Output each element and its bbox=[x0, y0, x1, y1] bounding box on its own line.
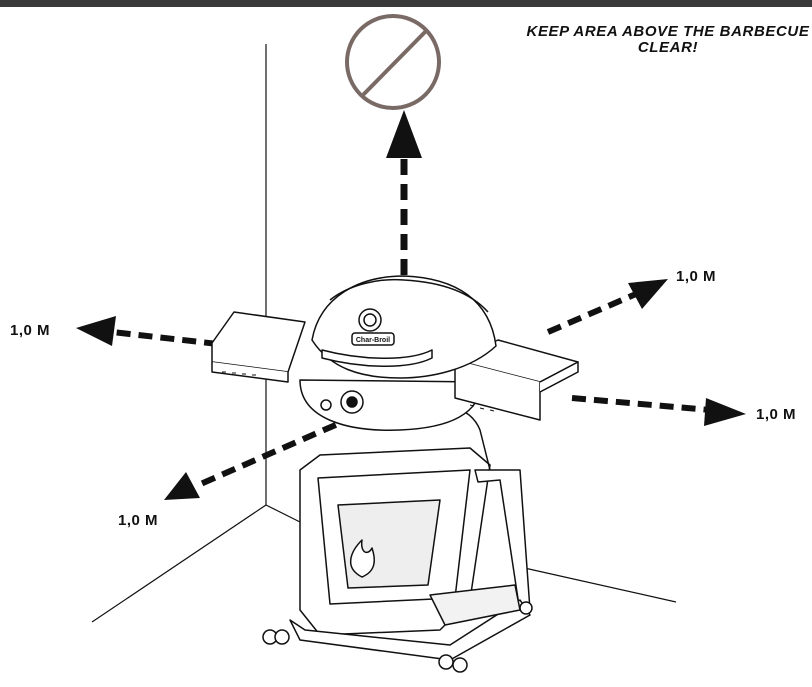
barbecue-grill: Char-Broil bbox=[211, 275, 579, 673]
brand-logo: Char-Broil bbox=[356, 337, 390, 344]
back-right-arrow bbox=[546, 279, 668, 335]
top-border bbox=[0, 0, 812, 7]
warning-line-1: KEEP AREA ABOVE THE BARBECUE bbox=[526, 23, 810, 40]
clearance-label-right: 1,0 M bbox=[756, 406, 797, 423]
clearance-label-left: 1,0 M bbox=[10, 322, 51, 339]
room-corner-lines bbox=[91, 44, 677, 623]
prohibition-icon bbox=[345, 14, 441, 110]
clearance-label-back-right: 1,0 M bbox=[676, 268, 717, 285]
clearance-label-front-left: 1,0 M bbox=[118, 512, 159, 529]
up-arrow bbox=[386, 110, 422, 275]
left-arrow bbox=[76, 316, 219, 347]
warning-line-2: CLEAR! bbox=[637, 39, 699, 56]
front-left-arrow bbox=[164, 413, 358, 500]
right-arrow bbox=[571, 395, 746, 426]
warning-text: KEEP AREA ABOVE THE BARBECUE CLEAR! bbox=[488, 24, 812, 56]
